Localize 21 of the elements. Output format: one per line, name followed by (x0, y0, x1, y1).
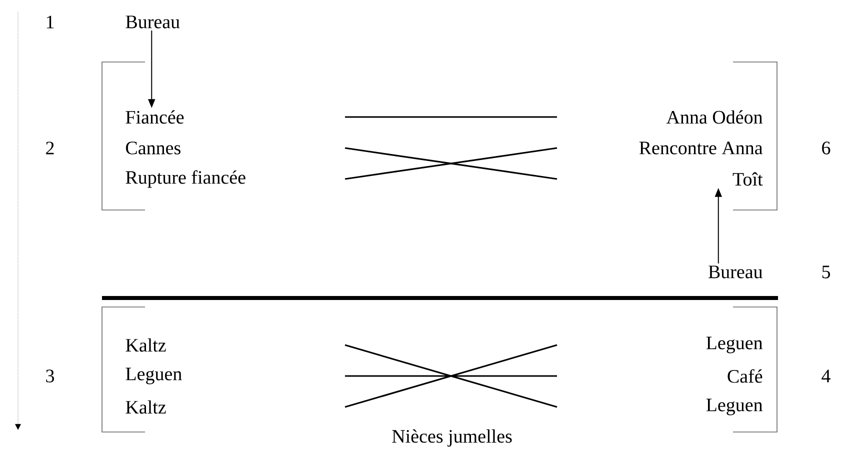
caption: Nièces jumelles (392, 429, 512, 447)
scene-text: Kaltz (126, 400, 166, 414)
scene-text: Leguen (706, 398, 763, 416)
scene-text: Leguen (126, 368, 182, 384)
scene-text: Bureau (708, 266, 762, 278)
scene-text: Leguen (706, 336, 763, 354)
sequence-number: 5 (822, 266, 830, 278)
scene-text: Bureau (126, 16, 180, 28)
scene-text: Fiancée (126, 110, 184, 124)
sequence-number: 3 (46, 370, 54, 382)
scene-text: Rencontre Anna (639, 142, 763, 154)
sequence-number: 4 (822, 370, 830, 382)
scene-text: Toît (732, 172, 763, 186)
scene-text: Rupture fiancée (126, 170, 246, 188)
scene-text: Café (728, 369, 762, 383)
sequence-number: 6 (822, 142, 830, 154)
scene-text: Anna Odéon (666, 110, 763, 124)
sequence-number: 2 (46, 142, 54, 154)
scene-text: Cannes (126, 142, 180, 154)
scene-text: Kaltz (126, 338, 166, 352)
sequence-number: 1 (46, 16, 54, 28)
